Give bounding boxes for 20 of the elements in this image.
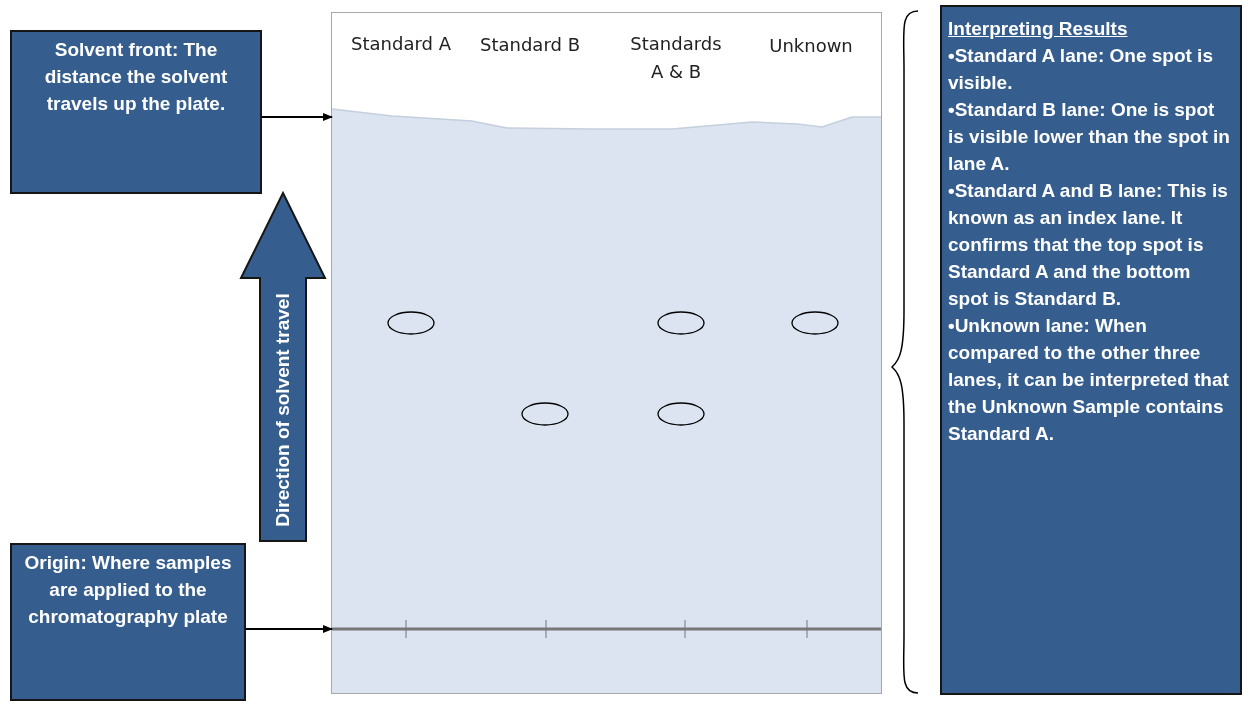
callout-text: Solvent front: The distance the solvent travels up the plate. bbox=[43, 38, 229, 116]
callout-box bbox=[10, 543, 246, 701]
bullet-text: •Standard A and B lane: This is known as an index lane. It confirms that the top spot is Standard A and the bottom spot is Standard B. bbox=[948, 179, 1229, 311]
lane-label: Standards A & B bbox=[629, 32, 723, 84]
arrow-text: Direction of solvent travel bbox=[272, 293, 294, 527]
lane-label: Standard B bbox=[480, 33, 580, 57]
arrow bbox=[261, 113, 333, 121]
results-panel bbox=[940, 5, 1242, 695]
panel-heading: Interpreting Results bbox=[948, 17, 1129, 41]
bullet-text: •Unknown lane: When compared to the other three lanes, it can be interpreted that the Unknown Sample contains Standard A. bbox=[948, 314, 1230, 446]
callout-box bbox=[10, 30, 262, 194]
arrow bbox=[245, 625, 333, 633]
lane-label: Standard A bbox=[351, 32, 451, 56]
callout-text: Origin: Where samples are applied to the chromatography plate bbox=[23, 551, 233, 629]
chromatography-plate bbox=[331, 12, 882, 694]
origin-line bbox=[332, 619, 883, 639]
direction-arrow bbox=[240, 192, 326, 542]
lane-label: Unknown bbox=[768, 34, 854, 58]
bullet-text: •Standard A lane: One spot is visible. bbox=[948, 44, 1214, 95]
bullet-text: •Standard B lane: One is spot is visible lower than the spot in lane A. bbox=[948, 98, 1231, 176]
